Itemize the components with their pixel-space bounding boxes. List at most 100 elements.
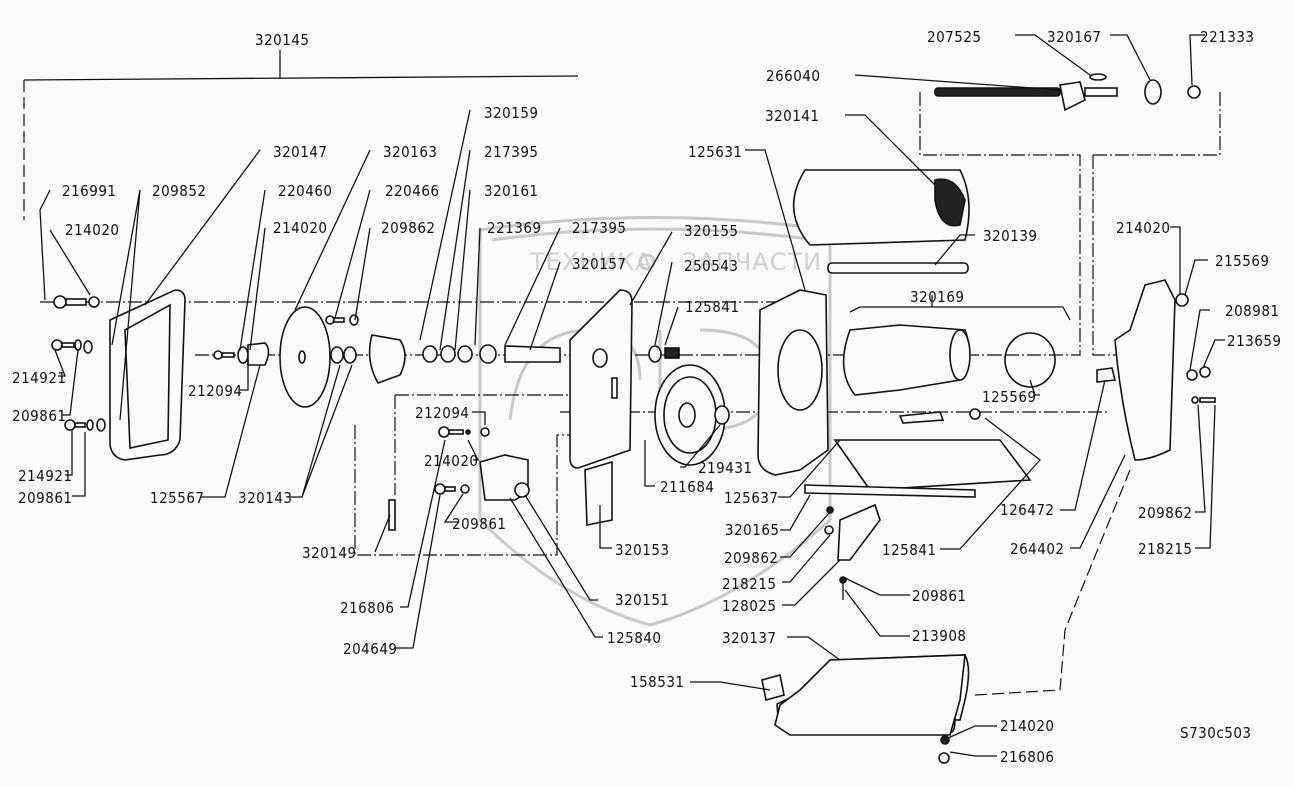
part-label: 209862 bbox=[1138, 504, 1193, 522]
watermark-shield bbox=[478, 216, 832, 627]
part-label: 217395 bbox=[484, 143, 539, 161]
part-label: 250543 bbox=[684, 257, 739, 275]
part-label: 214020 bbox=[273, 219, 328, 237]
part-label: 266040 bbox=[766, 67, 821, 85]
part-label: 320151 bbox=[615, 591, 670, 609]
part-label: 320149 bbox=[302, 544, 357, 562]
ring bbox=[457, 345, 473, 363]
part-label: 221333 bbox=[1200, 28, 1255, 46]
part-label: 125841 bbox=[685, 298, 740, 316]
cover-plate bbox=[109, 289, 186, 461]
part-label: 320169 bbox=[910, 288, 965, 306]
part-label: 220460 bbox=[278, 182, 333, 200]
ring bbox=[440, 345, 456, 363]
pin-roller bbox=[898, 411, 945, 424]
part-label: 125637 bbox=[724, 489, 779, 507]
spring-125841 bbox=[664, 347, 680, 359]
clamp bbox=[837, 503, 881, 561]
part-label: 126472 bbox=[1000, 501, 1055, 519]
part-label: 216806 bbox=[1000, 748, 1055, 766]
part-label: 218215 bbox=[722, 575, 777, 593]
part-label: 209861 bbox=[12, 407, 67, 425]
screw bbox=[51, 339, 93, 354]
watermark-arc bbox=[491, 227, 819, 242]
part-label: 209862 bbox=[724, 549, 779, 567]
screw bbox=[325, 314, 359, 326]
part-label: 125840 bbox=[607, 629, 662, 647]
part-label: 214020 bbox=[65, 221, 120, 239]
half-cover bbox=[792, 169, 970, 246]
part-label: 215569 bbox=[1215, 252, 1270, 270]
part-label: 320165 bbox=[725, 521, 780, 539]
bushing bbox=[1096, 367, 1116, 383]
part-label-320145: 320145 bbox=[255, 31, 310, 49]
ring-clip bbox=[1187, 85, 1201, 99]
part-label: 320139 bbox=[983, 227, 1038, 245]
part-label: 208981 bbox=[1225, 302, 1280, 320]
part-label: 214020 bbox=[1116, 219, 1171, 237]
part-label: 214020 bbox=[1000, 717, 1055, 735]
part-label: 209861 bbox=[452, 515, 507, 533]
part-label: 320159 bbox=[484, 104, 539, 122]
flange bbox=[368, 334, 406, 384]
part-label: 320147 bbox=[273, 143, 328, 161]
bushing-158531 bbox=[761, 673, 785, 702]
watermark-right-text: ЗАПЧАСТИ bbox=[682, 248, 822, 276]
sleeve-assembly bbox=[842, 295, 1071, 396]
rod bbox=[827, 262, 969, 274]
part-label: 213659 bbox=[1227, 332, 1282, 350]
part-label: 217395 bbox=[572, 219, 627, 237]
drawing-code: S730c503 bbox=[1180, 724, 1252, 742]
part-label: 214921 bbox=[12, 369, 67, 387]
part-label: 320157 bbox=[572, 255, 627, 273]
screw-320149 bbox=[388, 499, 396, 531]
part-label: 212094 bbox=[415, 404, 470, 422]
leader-lines bbox=[39, 34, 1225, 757]
part-label: 320137 bbox=[722, 629, 777, 647]
ring bbox=[422, 345, 438, 363]
part-label: 214921 bbox=[18, 467, 73, 485]
part-label: 207525 bbox=[927, 28, 982, 46]
part-label: 209861 bbox=[912, 587, 967, 605]
part-label: 320143 bbox=[238, 489, 293, 507]
ring bbox=[648, 345, 662, 363]
part-label: 221369 bbox=[487, 219, 542, 237]
part-label: 320163 bbox=[383, 143, 438, 161]
assembly-bracket-320145 bbox=[23, 50, 579, 220]
screw bbox=[438, 426, 490, 438]
ring bbox=[343, 346, 357, 364]
part-label: 216991 bbox=[62, 182, 117, 200]
part-label: 158531 bbox=[630, 673, 685, 691]
part-label: 219431 bbox=[698, 459, 753, 477]
screw bbox=[64, 418, 106, 432]
disc-hole bbox=[298, 350, 306, 364]
part-label: 214020 bbox=[424, 452, 479, 470]
part-label: 209861 bbox=[18, 489, 73, 507]
part-label: 213908 bbox=[912, 627, 967, 645]
part-label: 125569 bbox=[982, 388, 1037, 406]
side-plate bbox=[1114, 279, 1176, 461]
part-label: 212094 bbox=[188, 382, 243, 400]
part-label: 320141 bbox=[765, 107, 820, 125]
shaft-assembly bbox=[919, 73, 1221, 356]
part-label: 220466 bbox=[385, 182, 440, 200]
spring-125569 bbox=[1004, 332, 1056, 388]
part-label: 216806 bbox=[340, 599, 395, 617]
part-label: 320167 bbox=[1047, 28, 1102, 46]
screw bbox=[53, 295, 100, 309]
watermark-left-text: ТЕХНИКА bbox=[529, 248, 653, 276]
ring bbox=[330, 346, 344, 364]
part-label: 204649 bbox=[343, 640, 398, 658]
screw bbox=[434, 483, 470, 495]
shaft bbox=[504, 345, 561, 363]
nut bbox=[1144, 79, 1162, 105]
part-label: 320153 bbox=[615, 541, 670, 559]
ring bbox=[479, 344, 497, 364]
frame bbox=[833, 439, 1032, 491]
part-label: 209862 bbox=[381, 219, 436, 237]
part-label: 320161 bbox=[484, 182, 539, 200]
bracket-320153 bbox=[584, 460, 613, 526]
nut bbox=[1175, 293, 1189, 307]
